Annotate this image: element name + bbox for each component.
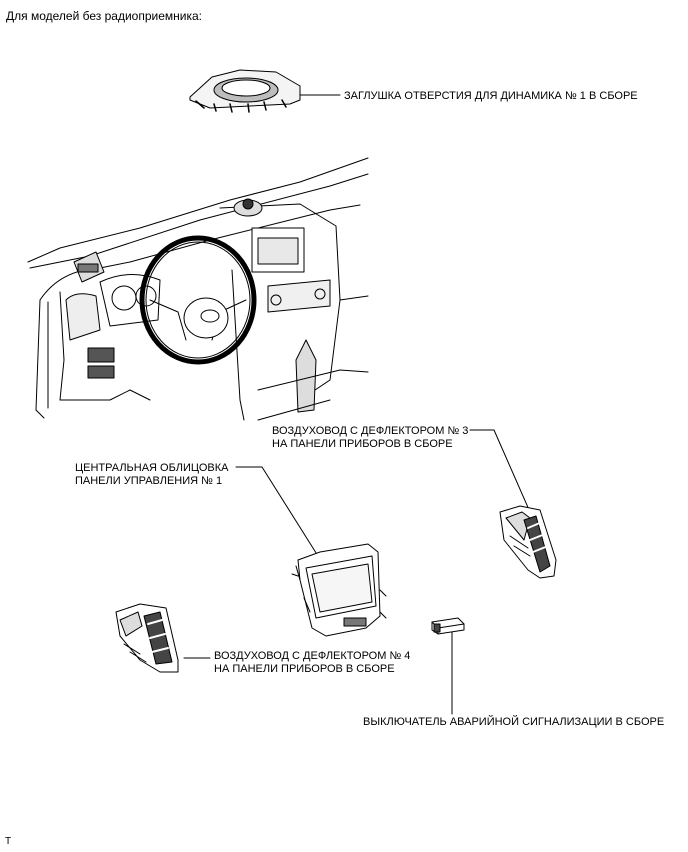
figure-code: T: [5, 836, 12, 847]
vent-4-label-line-1: ВОЗДУХОВОД С ДЕФЛЕКТОРОМ № 4: [214, 650, 411, 662]
vent-4-label-line-2: НА ПАНЕЛИ ПРИБОРОВ В СБОРЕ: [214, 663, 395, 675]
center-panel-label-line-2: ПАНЕЛИ УПРАВЛЕНИЯ № 1: [75, 475, 223, 487]
hazard-switch-label: ВЫКЛЮЧАТЕЛЬ АВАРИЙНОЙ СИГНАЛИЗАЦИИ В СБО…: [363, 716, 665, 728]
center-panel-part: [291, 543, 387, 637]
speaker-cover-label: ЗАГЛУШКА ОТВЕРСТИЯ ДЛЯ ДИНАМИКА № 1 В СБ…: [344, 90, 638, 102]
vent-4-part: [115, 603, 179, 673]
speaker-cover-part: [189, 69, 341, 113]
center-panel-label-line-1: ЦЕНТРАЛЬНАЯ ОБЛИЦОВКА: [75, 462, 229, 474]
leader-lines: [183, 429, 531, 715]
vent-3-label-line-2: НА ПАНЕЛИ ПРИБОРОВ В СБОРЕ: [272, 438, 453, 450]
hazard-switch-part: [431, 617, 465, 635]
dashboard-drawing: [27, 157, 369, 421]
diagram-heading: Для моделей без радиоприемника:: [6, 9, 202, 23]
vent-3-part: [499, 505, 557, 579]
vent-3-label-line-1: ВОЗДУХОВОД С ДЕФЛЕКТОРОМ № 3: [272, 425, 469, 437]
